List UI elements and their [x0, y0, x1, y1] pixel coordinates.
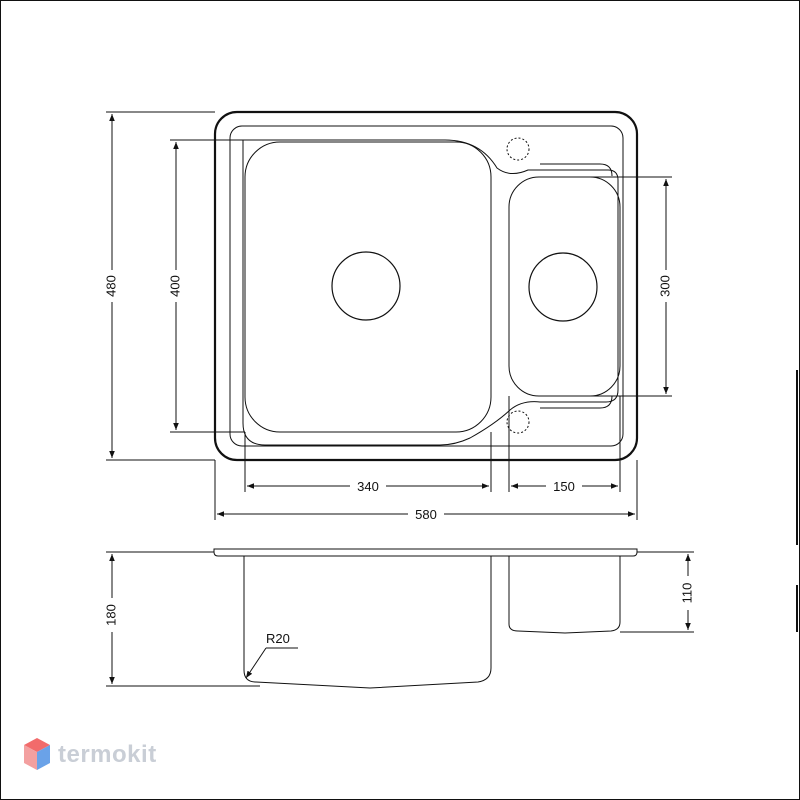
side-view: [213, 548, 638, 689]
faucet-hole-top: [506, 137, 530, 161]
dimension-150: 150: [511, 479, 618, 494]
small-bowl-inner: [508, 176, 621, 397]
small-bowl-flange: [540, 163, 613, 409]
dimension-580-label: 580: [415, 507, 437, 522]
small-bowl-drain: [528, 252, 598, 322]
top-view: [213, 110, 639, 462]
main-bowl-inner: [244, 141, 492, 433]
dimension-480: 480: [103, 111, 215, 461]
main-bowl-outer: [242, 139, 619, 446]
side-flange: [213, 548, 638, 557]
dimension-110-label: 110: [679, 583, 694, 604]
side-main-bowl: [243, 556, 492, 689]
dimension-300-label: 300: [657, 275, 672, 297]
dimension-400: 400: [167, 139, 245, 433]
radius-label: R20: [266, 631, 290, 646]
dimension-110: 110: [620, 551, 694, 633]
extension-lines-bottom: [214, 396, 638, 520]
dimension-580: 580: [217, 507, 635, 522]
dimension-400-label: 400: [167, 275, 182, 297]
brand-name: termokit: [58, 741, 157, 768]
dimension-180-label: 180: [103, 604, 118, 626]
dimension-480-label: 480: [103, 275, 118, 297]
brand-watermark: termokit: [22, 736, 157, 774]
faucet-hole-bottom: [506, 410, 530, 434]
brand-cube-icon: [24, 738, 50, 770]
sink-rim-inner: [229, 125, 624, 447]
dimension-340: 340: [247, 479, 489, 494]
dimension-300: 300: [570, 176, 672, 397]
main-bowl-drain: [331, 251, 401, 321]
dimension-150-label: 150: [553, 479, 575, 494]
side-small-bowl: [508, 556, 621, 634]
radius-callout: R20: [245, 631, 298, 679]
dimension-180: 180: [103, 551, 260, 687]
sink-outer-outline: [213, 110, 639, 462]
dimension-340-label: 340: [357, 479, 379, 494]
